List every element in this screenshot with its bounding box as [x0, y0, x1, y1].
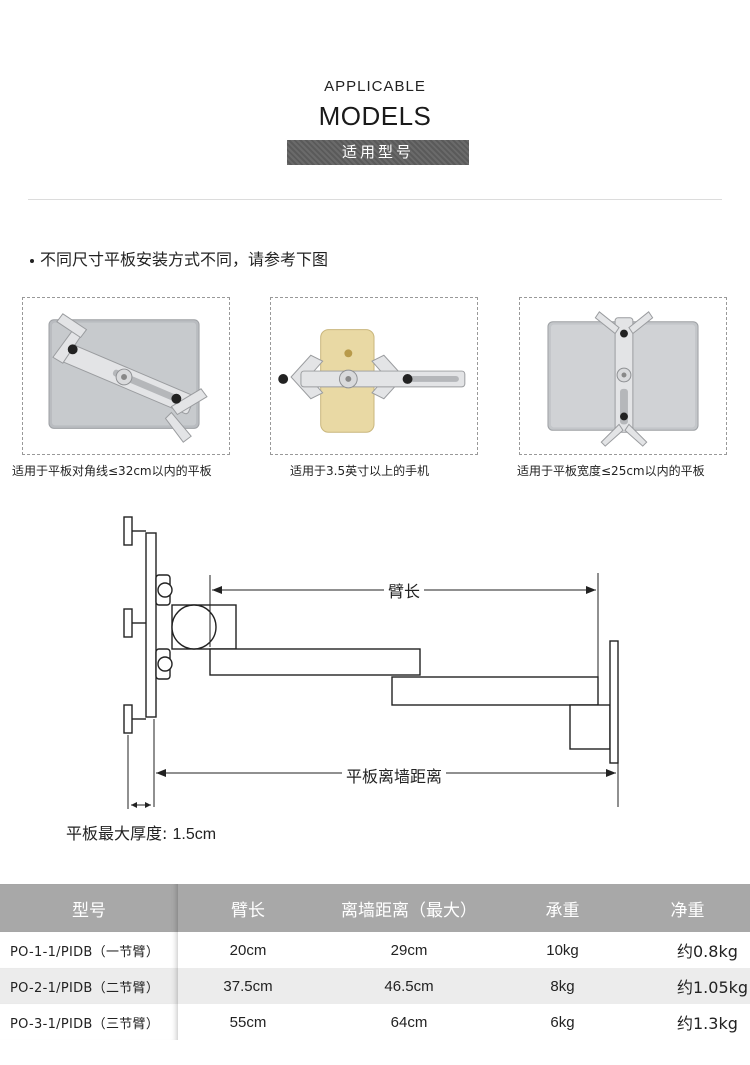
- caption-tablet-width: 适用于平板宽度≤25cm以内的平板: [517, 464, 705, 478]
- tablet-diagonal-illustration: [48, 313, 208, 443]
- table-row: PO-3-1/PIDB（三节臂） 55cm 64cm 6kg 约1.3kg: [0, 1004, 750, 1040]
- caption-tablet-diagonal: 适用于平板对角线≤32cm以内的平板: [12, 464, 212, 478]
- tablet-plate: [145, 532, 157, 718]
- photo-phone: [270, 297, 478, 455]
- cell-net-weight: 约1.05kg: [625, 968, 750, 1004]
- knob-top: [123, 516, 133, 546]
- table-row: PO-2-1/PIDB（二节臂） 37.5cm 46.5cm 8kg 约1.05…: [0, 968, 750, 1004]
- table-row: PO-1-1/PIDB（一节臂） 20cm 29cm 10kg 约0.8kg: [0, 932, 750, 968]
- tablet-width-illustration: [547, 311, 699, 447]
- thickness-value: 1.5cm: [172, 826, 217, 843]
- cell-model: PO-3-1/PIDB（三节臂）: [0, 1004, 178, 1040]
- cell-arm-length: 37.5cm: [178, 968, 318, 1004]
- arm-segment-2: [391, 676, 599, 706]
- section-divider: [28, 199, 722, 200]
- header-net-weight: 净重: [625, 884, 750, 932]
- cell-load: 6kg: [500, 1004, 625, 1040]
- header-title: MODELS: [318, 101, 432, 131]
- cell-load: 10kg: [500, 932, 625, 968]
- cell-load: 8kg: [500, 968, 625, 1004]
- cell-wall-distance: 64cm: [318, 1004, 500, 1040]
- cell-arm-length: 20cm: [178, 932, 318, 968]
- table-header-row: 型号 臂长 离墙距离（最大） 承重 净重: [0, 884, 750, 932]
- bullet-icon: [30, 258, 34, 263]
- phone-bracket-illustration: [278, 329, 466, 433]
- arm-drawing: [123, 516, 619, 809]
- photo-tablet-width: [519, 297, 727, 455]
- install-note: 不同尺寸平板安装方式不同，请参考下图: [30, 246, 328, 270]
- cell-wall-distance: 29cm: [318, 932, 500, 968]
- header-subtitle: APPLICABLE: [324, 78, 426, 95]
- caption-phone: 适用于3.5英寸以上的手机: [290, 464, 430, 478]
- header-cn-badge: 适用型号: [287, 140, 469, 165]
- cell-model: PO-1-1/PIDB（一节臂）: [0, 932, 178, 968]
- thickness-label: 平板最大厚度: 1.5cm: [66, 820, 216, 844]
- header-wall-distance: 离墙距离（最大）: [318, 884, 500, 932]
- header-load: 承重: [500, 884, 625, 932]
- cell-arm-length: 55cm: [178, 1004, 318, 1040]
- arm-segment-1: [209, 648, 421, 676]
- photo-tablet-diagonal: [22, 297, 230, 455]
- wall-bracket: [569, 704, 611, 750]
- spec-table: 型号 臂长 离墙距离（最大） 承重 净重 PO-1-1/PIDB（一节臂） 20…: [0, 884, 750, 1040]
- header-model: 型号: [0, 884, 178, 932]
- tilt-joint-circle: [171, 604, 217, 650]
- wall-plate: [609, 640, 619, 764]
- cell-net-weight: 约1.3kg: [625, 1004, 750, 1040]
- arm-length-label: 臂长: [384, 578, 425, 602]
- cell-model: PO-2-1/PIDB（二节臂）: [0, 968, 178, 1004]
- dimension-diagram: [0, 505, 750, 835]
- cell-wall-distance: 46.5cm: [318, 968, 500, 1004]
- cell-net-weight: 约0.8kg: [625, 932, 750, 968]
- install-note-text: 不同尺寸平板安装方式不同，请参考下图: [40, 250, 329, 269]
- wall-distance-label: 平板离墙距离: [342, 763, 447, 787]
- header-arm-length: 臂长: [178, 884, 318, 932]
- knob-bottom: [123, 704, 133, 734]
- thickness-label-text: 平板最大厚度:: [66, 824, 168, 843]
- knob-middle: [123, 608, 133, 638]
